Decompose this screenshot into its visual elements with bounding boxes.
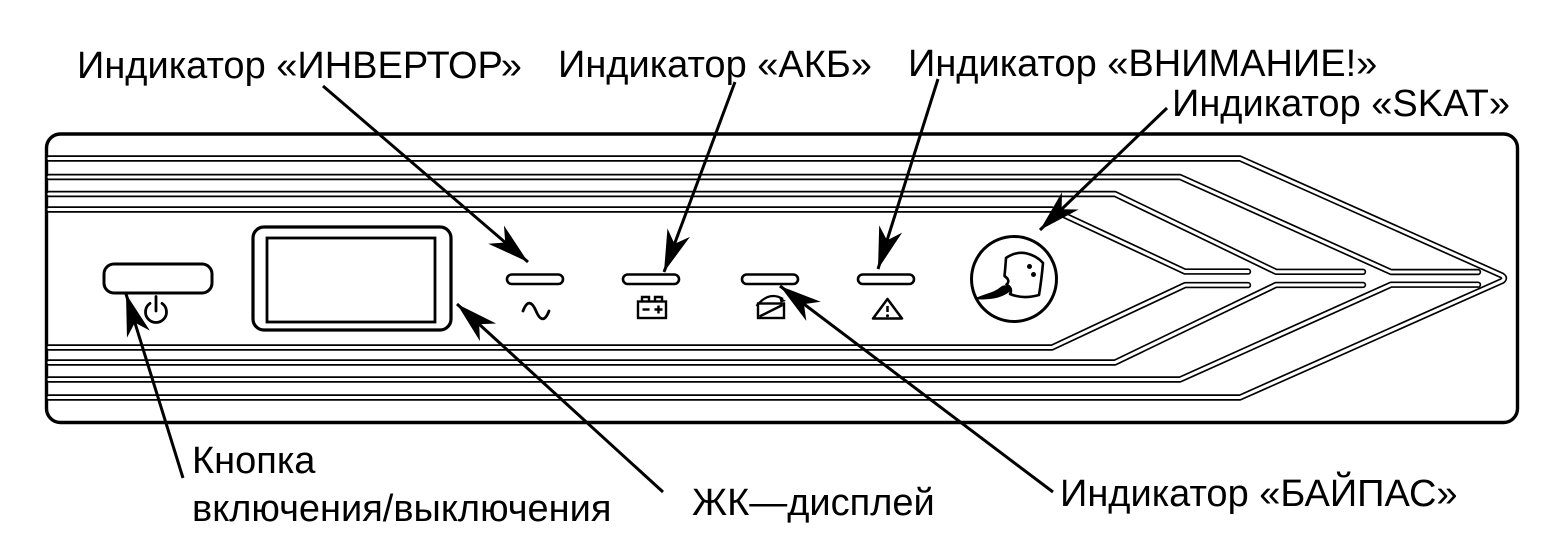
- led-attention: [856, 273, 916, 286]
- led-battery: [621, 273, 681, 286]
- leader-attention: [876, 78, 940, 270]
- lcd-display: [251, 225, 453, 332]
- leader-skat: [1038, 106, 1169, 232]
- leader-lines: [124, 78, 1169, 494]
- skat-logo: [970, 235, 1058, 323]
- label-battery: Индикатор «АКБ»: [558, 44, 872, 86]
- leader-power: [124, 293, 185, 479]
- led-inverter: [505, 273, 565, 286]
- label-bypass: Индикатор «БАЙПАС»: [1060, 470, 1458, 515]
- label-inverter: Индикатор «ИНВЕРТОР»: [77, 45, 522, 87]
- sine-icon: [521, 301, 551, 321]
- power-button: [102, 262, 214, 295]
- leader-inverter: [322, 84, 529, 264]
- lcd-screen: [265, 236, 437, 324]
- decorative-swoosh: [45, 155, 1508, 401]
- leader-bypass: [779, 284, 1054, 494]
- label-attention: Индикатор «ВНИМАНИЕ!»: [908, 43, 1377, 85]
- label-lcd: ЖК—дисплей: [692, 482, 935, 524]
- stingray-icon: [975, 251, 1045, 300]
- led-bypass: [740, 273, 800, 286]
- battery-icon: [636, 295, 668, 320]
- label-skat: Индикатор «SKAT»: [1172, 83, 1510, 125]
- leader-battery: [662, 81, 737, 273]
- warning-icon: [871, 297, 904, 320]
- label-power-line2: включения/выключения: [192, 488, 611, 530]
- leader-lcd: [455, 302, 665, 494]
- label-power-line1: Кнопка: [192, 440, 316, 482]
